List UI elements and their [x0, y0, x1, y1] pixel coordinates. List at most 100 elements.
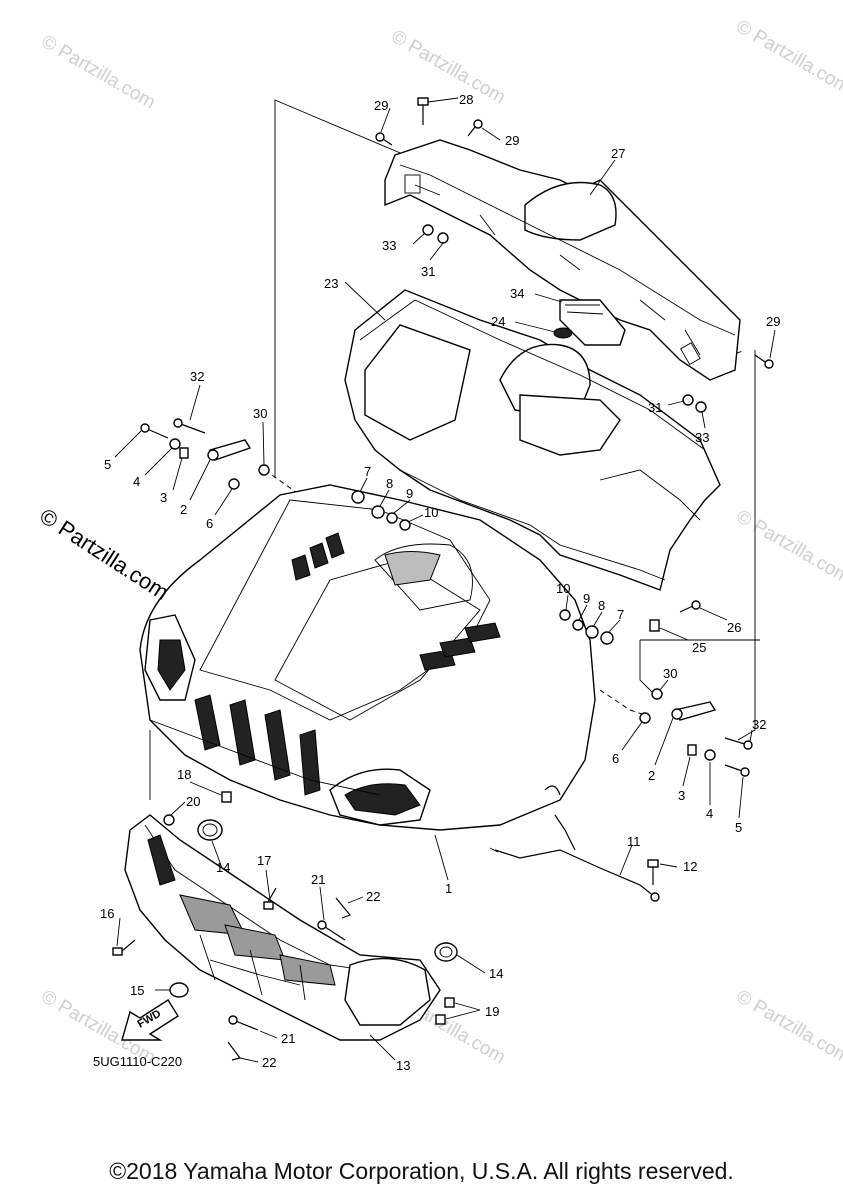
washer-8-icon [371, 505, 385, 519]
bolt-28-icon [417, 97, 429, 125]
callout-32: 32 [190, 369, 204, 384]
callout-14: 14 [489, 966, 503, 981]
callout-8: 8 [386, 476, 393, 491]
callout-21: 21 [281, 1031, 295, 1046]
grommet-6-icon [639, 712, 651, 724]
grommet-7-icon [351, 490, 365, 504]
callout-7: 7 [364, 464, 371, 479]
callout-33: 33 [382, 238, 396, 253]
callout-30: 30 [663, 666, 677, 681]
callout-10: 10 [556, 581, 570, 596]
grommet-30-icon [651, 688, 663, 700]
watermark-faint: © Partzilla.com [733, 506, 843, 588]
bracket-2-icon [207, 439, 252, 461]
callout-2: 2 [648, 768, 655, 783]
bolt-16-icon [112, 939, 136, 956]
grommet-6-icon [228, 478, 240, 490]
callout-16: 16 [100, 906, 114, 921]
callout-5: 5 [735, 820, 742, 835]
hardware [112, 97, 774, 1061]
nut-31-icon [682, 394, 694, 406]
washer-9-icon [572, 619, 584, 631]
callout-30: 30 [253, 406, 267, 421]
front-hood [139, 484, 596, 831]
callout-20: 20 [186, 794, 200, 809]
pin-21-icon [317, 920, 346, 941]
callout-4: 4 [706, 806, 713, 821]
front-bumper [124, 814, 441, 1041]
washer-33-icon [695, 401, 707, 413]
callout-23: 23 [324, 276, 338, 291]
copyright-footer: ©2018 Yamaha Motor Corporation, U.S.A. A… [109, 1158, 734, 1184]
washer-9-icon [386, 512, 398, 524]
watermark-faint: © Partzilla.com [733, 986, 843, 1068]
callout-1: 1 [445, 881, 452, 896]
callout-10: 10 [424, 505, 438, 520]
callout-28: 28 [459, 92, 473, 107]
upper-dash-panel [384, 139, 741, 381]
screw-29-icon [375, 132, 393, 146]
callout-34: 34 [510, 286, 524, 301]
pin-21-icon [228, 1015, 259, 1031]
meter-assembly [553, 299, 626, 346]
watermark-faint: © Partzilla.com [38, 31, 159, 113]
callout-22: 22 [366, 889, 380, 904]
watermark-faint: © Partzilla.com [388, 26, 509, 108]
grommet-7-icon [600, 631, 614, 645]
callout-27: 27 [611, 146, 625, 161]
callout-6: 6 [206, 516, 213, 531]
callout-18: 18 [177, 767, 191, 782]
plug-15-icon [169, 982, 189, 998]
grommet-14-icon [197, 819, 223, 841]
grommet-14-icon [434, 942, 458, 962]
watermark-main: © Partzilla.com [35, 503, 173, 605]
washer-4-icon [169, 438, 181, 450]
bracket-2-icon [671, 701, 717, 721]
callout-19: 19 [485, 1004, 499, 1019]
bolt-32-icon [724, 737, 753, 750]
leader-lines [114, 97, 776, 1063]
bolt-5-icon [724, 764, 750, 777]
clip-18-icon [221, 791, 232, 803]
watermark-faint: © Partzilla.com [733, 16, 843, 98]
bolt-32-icon [173, 418, 206, 434]
grommet-30-icon [258, 464, 270, 476]
callout-15: 15 [130, 983, 144, 998]
washer-4-icon [704, 749, 716, 761]
callout-31: 31 [648, 400, 662, 415]
clip-25-icon [649, 619, 660, 632]
callout-9: 9 [583, 591, 590, 606]
callout-29: 29 [505, 133, 519, 148]
nut-10-icon [399, 519, 411, 531]
screw-29-icon [467, 119, 483, 137]
guide-lines [149, 99, 760, 800]
lower-dash-frame [344, 289, 721, 591]
callout-9: 9 [406, 486, 413, 501]
callout-3: 3 [678, 788, 685, 803]
callout-8: 8 [598, 598, 605, 613]
callout-26: 26 [727, 620, 741, 635]
clip-19-icon [444, 997, 455, 1008]
callout-29: 29 [766, 314, 780, 329]
collar-3-icon [687, 744, 697, 756]
callout-29: 29 [374, 98, 388, 113]
hood-grille-slots [194, 694, 321, 796]
callout-11: 11 [627, 834, 641, 849]
callout-31: 31 [421, 264, 435, 279]
nut-10-icon [559, 609, 571, 621]
callout-4: 4 [133, 474, 140, 489]
clip-19-icon [435, 1014, 446, 1025]
callout-14: 14 [216, 860, 230, 875]
nut-20-icon [163, 814, 175, 826]
callout-2: 2 [180, 502, 187, 517]
nut-31-icon [437, 232, 449, 244]
bolt-26-icon [679, 600, 701, 613]
callout-33: 33 [695, 430, 709, 445]
strap-cable [489, 785, 660, 902]
callout-25: 25 [692, 640, 706, 655]
callout-21: 21 [311, 872, 325, 887]
fwd-arrow-icon: FWD [121, 999, 179, 1041]
callout-7: 7 [617, 607, 624, 622]
screw-29-icon [754, 354, 774, 369]
